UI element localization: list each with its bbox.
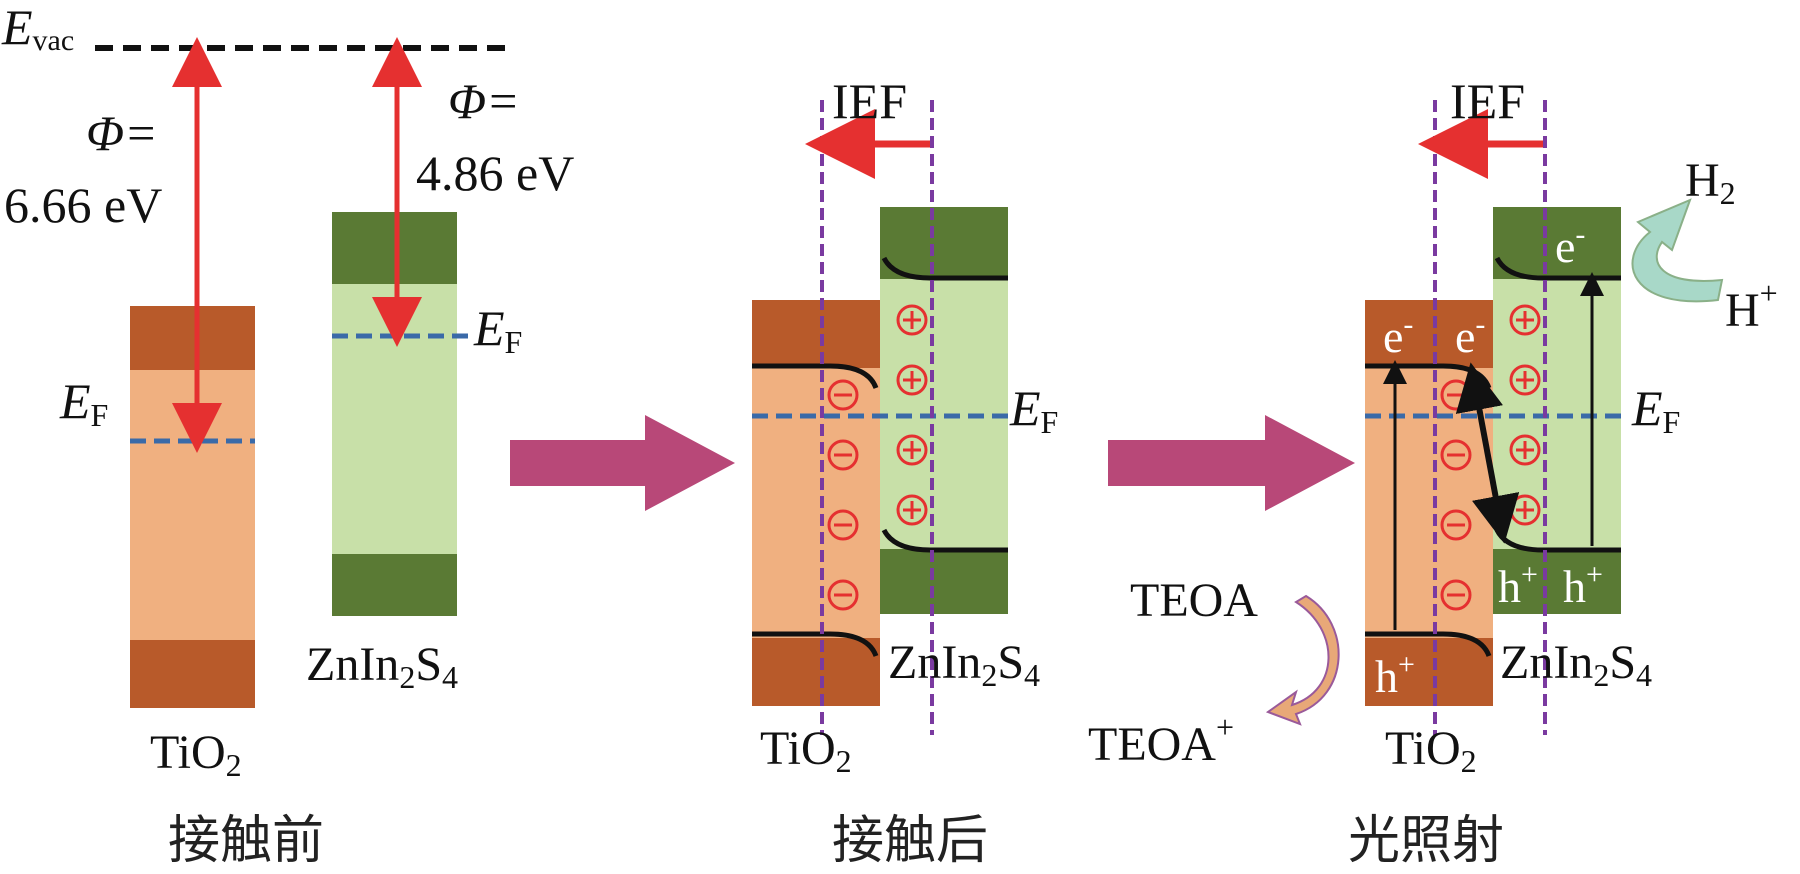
zis-conduction-band <box>880 207 1008 279</box>
zis-cb-edge <box>1494 256 1621 281</box>
ief-label: IEF <box>1450 73 1525 129</box>
zis-valence-band <box>332 554 457 616</box>
tio2-fermi-label: EF <box>59 373 108 433</box>
tio2-valence-band <box>130 640 255 708</box>
caption-before-contact: 接触前 <box>168 811 324 871</box>
zis-material-label: ZnIn2S4 <box>306 638 458 695</box>
transition-arrow-2 <box>1108 415 1355 511</box>
negative-charge <box>827 579 859 611</box>
tio2-hole-label: h+ <box>1375 648 1415 702</box>
vacuum-level-label: Evac <box>1 0 74 57</box>
fermi-label: EF <box>1631 380 1680 440</box>
zis-valence-band <box>880 549 1008 614</box>
zis-material-label: ZnIn2S4 <box>888 636 1040 693</box>
tio2-electron-label: e- <box>1383 308 1413 362</box>
tio2-work-function-value: 6.66 eV <box>4 177 162 233</box>
zis-bandgap <box>332 284 457 554</box>
tio2-conduction-band <box>130 306 255 370</box>
ief-label: IEF <box>832 73 907 129</box>
tio2-valence-band <box>1365 638 1493 706</box>
zis-fermi-label: EF <box>473 300 522 360</box>
h2-label: H2 <box>1685 154 1736 211</box>
zis-material-label: ZnIn2S4 <box>1500 636 1652 693</box>
tio2-material-label: TiO2 <box>150 726 242 783</box>
tio2-vb-edge <box>752 631 879 658</box>
caption-light-irradiation: 光照射 <box>1348 811 1504 871</box>
interface-electron-label: e- <box>1455 308 1485 362</box>
caption-after-contact: 接触后 <box>832 811 988 871</box>
tio2-work-function-symbol: Φ= <box>86 105 158 161</box>
tio2-bandgap <box>752 368 880 638</box>
negative-charges <box>827 379 859 611</box>
positive-charge <box>896 434 928 466</box>
negative-charge <box>1440 579 1472 611</box>
negative-charge <box>827 509 859 541</box>
tio2-vb-edge <box>1365 631 1492 658</box>
panel-light-irradiation: IEF e- e- e- h+ h+ h+ H2 H+ TEOA <box>1088 73 1778 871</box>
tio2-material-label: TiO2 <box>1385 722 1477 779</box>
negative-charge <box>827 439 859 471</box>
teoa-plus-label: TEOA+ <box>1088 709 1234 771</box>
negative-charge <box>827 379 859 411</box>
tio2-bandgap <box>1365 368 1493 638</box>
positive-charge <box>896 494 928 526</box>
positive-charges <box>896 304 928 526</box>
positive-charge <box>1509 304 1541 336</box>
tio2-valence-band <box>752 638 880 706</box>
tio2-bandgap <box>130 370 255 640</box>
zis-valence-band <box>1493 549 1621 614</box>
fermi-label: EF <box>1009 380 1058 440</box>
teoa-oxidation-arrow <box>1265 594 1340 726</box>
transition-arrow-1 <box>510 415 735 511</box>
zis-work-function-symbol: Φ= <box>448 73 520 129</box>
positive-charge <box>896 364 928 396</box>
tio2-material-label: TiO2 <box>760 722 852 779</box>
zis-vb-edge <box>881 528 1008 553</box>
tio2-conduction-band <box>752 300 880 368</box>
tio2-cb-edge <box>752 363 879 390</box>
h2-evolution-arrow <box>1631 198 1724 303</box>
panel-before-contact: Evac Φ= 6.66 eV Φ= 4.86 eV EF EF ZnIn2S4… <box>1 0 574 871</box>
zis-cb-edge <box>881 256 1008 281</box>
panel-after-contact: IEF EF ZnIn2S4 TiO2 接触后 <box>752 73 1058 871</box>
hplus-label: H+ <box>1725 275 1778 337</box>
zis-conduction-band <box>1493 207 1621 279</box>
zis-electron-label: e- <box>1555 218 1585 272</box>
tio2-conduction-band <box>1365 300 1493 368</box>
teoa-label: TEOA <box>1130 574 1258 627</box>
positive-charge <box>896 304 928 336</box>
zis-hole-label-left: h+ <box>1498 558 1538 612</box>
electron-transfer-arrow <box>1455 362 1520 544</box>
zis-hole-label-right: h+ <box>1563 558 1603 612</box>
zis-work-function-value: 4.86 eV <box>416 145 574 201</box>
